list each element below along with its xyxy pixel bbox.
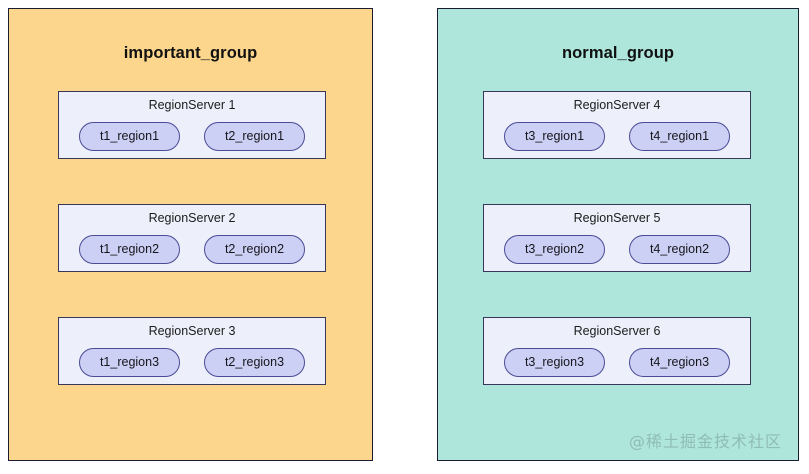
regionserver-box[interactable]: RegionServer 2 t1_region2 t2_region2 <box>58 204 326 272</box>
group-title-important: important_group <box>123 44 258 62</box>
group-panel-important: important_group RegionServer 1 t1_region… <box>8 8 373 461</box>
regionserver-box[interactable]: RegionServer 6 t3_region3 t4_region3 <box>483 317 751 385</box>
group-title-normal: normal_group <box>561 44 675 62</box>
region-row: t3_region2 t4_region2 <box>484 235 750 265</box>
regionserver-label: RegionServer 1 <box>148 98 236 112</box>
regionserver-label: RegionServer 5 <box>573 211 661 225</box>
region-pill[interactable]: t4_region1 <box>629 122 730 151</box>
region-pill[interactable]: t1_region3 <box>79 348 180 377</box>
region-pill[interactable]: t1_region1 <box>79 122 180 151</box>
region-row: t1_region3 t2_region3 <box>59 348 325 378</box>
watermark-text: @稀土掘金技术社区 <box>628 432 782 451</box>
region-row: t3_region3 t4_region3 <box>484 348 750 378</box>
region-pill[interactable]: t2_region3 <box>204 348 305 377</box>
region-pill[interactable]: t2_region1 <box>204 122 305 151</box>
regionserver-label: RegionServer 3 <box>148 324 236 338</box>
regionserver-box[interactable]: RegionServer 3 t1_region3 t2_region3 <box>58 317 326 385</box>
regionserver-label: RegionServer 2 <box>148 211 236 225</box>
region-pill[interactable]: t2_region2 <box>204 235 305 264</box>
regionserver-box[interactable]: RegionServer 1 t1_region1 t2_region1 <box>58 91 326 159</box>
region-row: t3_region1 t4_region1 <box>484 122 750 152</box>
region-pill[interactable]: t4_region2 <box>629 235 730 264</box>
region-pill[interactable]: t1_region2 <box>79 235 180 264</box>
region-pill[interactable]: t3_region2 <box>504 235 605 264</box>
region-row: t1_region2 t2_region2 <box>59 235 325 265</box>
region-pill[interactable]: t3_region3 <box>504 348 605 377</box>
region-pill[interactable]: t4_region3 <box>629 348 730 377</box>
region-pill[interactable]: t3_region1 <box>504 122 605 151</box>
regionserver-label: RegionServer 4 <box>573 98 661 112</box>
regionserver-box[interactable]: RegionServer 5 t3_region2 t4_region2 <box>483 204 751 272</box>
regionserver-box[interactable]: RegionServer 4 t3_region1 t4_region1 <box>483 91 751 159</box>
region-row: t1_region1 t2_region1 <box>59 122 325 152</box>
group-panel-normal: normal_group RegionServer 4 t3_region1 t… <box>437 8 799 461</box>
regionserver-label: RegionServer 6 <box>573 324 661 338</box>
